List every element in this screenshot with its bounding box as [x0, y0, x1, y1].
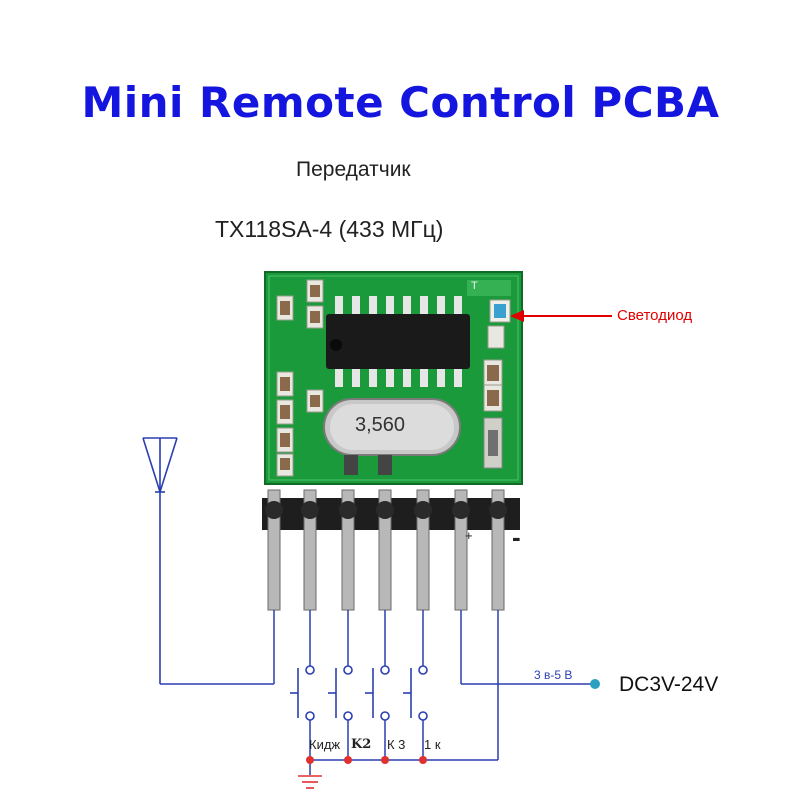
model-label: TX118SA-4 (433 МГц)	[215, 216, 444, 242]
board-mark: T	[471, 280, 478, 292]
pin-minus-label: -	[512, 522, 521, 552]
button-label-3: К 3	[387, 737, 406, 752]
crystal-label: 3,560	[355, 414, 406, 436]
pin-plus-label: +	[465, 528, 473, 543]
wiring	[273, 610, 593, 775]
supply-range: DC3V-24V	[619, 673, 719, 696]
ic-pins	[335, 296, 462, 387]
push-buttons	[290, 665, 428, 721]
supply-terminal	[590, 679, 600, 689]
ic-chip	[326, 314, 470, 369]
ground-nodes	[306, 756, 427, 764]
supply-note: 3 в-5 В	[534, 668, 573, 682]
smd-components	[276, 279, 505, 477]
led-label: Светодиод	[617, 307, 693, 324]
led-arrow	[510, 310, 612, 322]
antenna-icon	[142, 437, 274, 685]
button-label-1: Кидж	[309, 737, 341, 752]
led-component	[489, 299, 511, 323]
button-label-2: K2	[351, 737, 372, 752]
pcb-board	[264, 271, 523, 485]
header-pins	[262, 489, 520, 611]
crystal-oscillator	[323, 398, 461, 475]
button-label-4: 1 к	[424, 737, 441, 752]
ground-icon	[298, 775, 322, 789]
subtitle: Передатчик	[296, 158, 411, 181]
page-title: Mini Remote Control PCBA	[81, 78, 720, 127]
